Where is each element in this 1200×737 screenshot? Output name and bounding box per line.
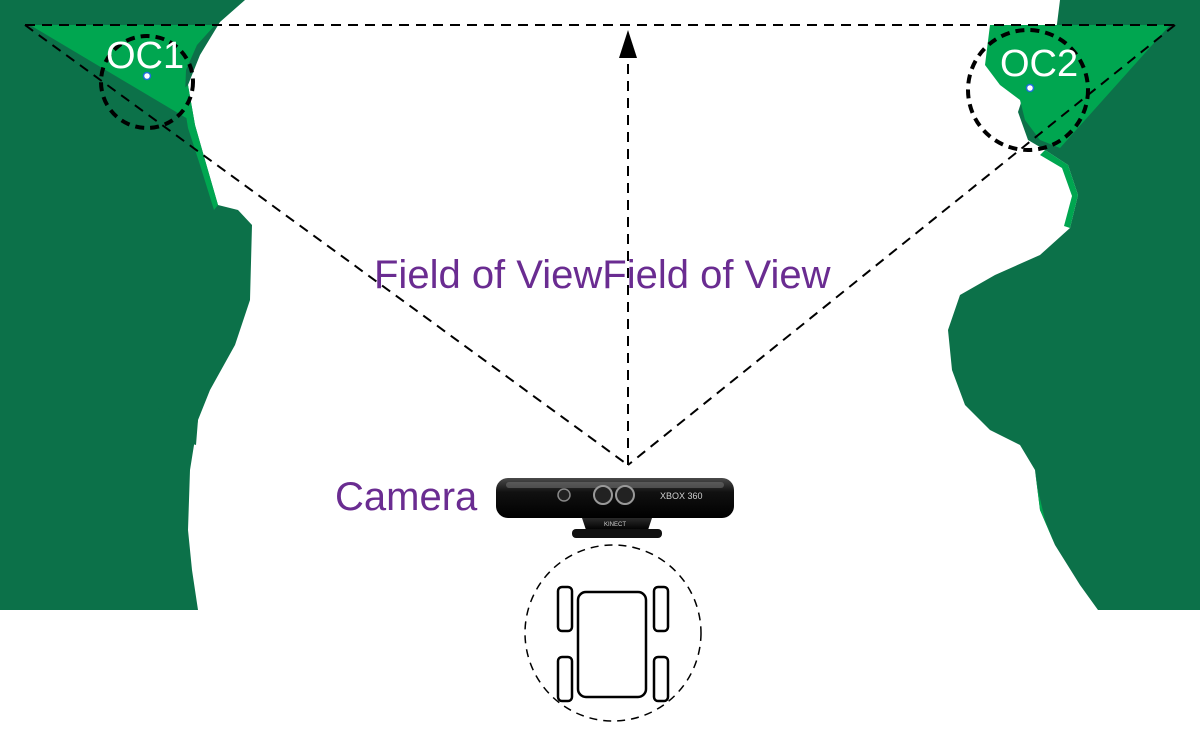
kinect-base xyxy=(572,529,662,538)
fov-right-line xyxy=(627,24,1176,466)
kinect-lens-3 xyxy=(615,485,635,505)
field-of-view-label: Field of ViewField of View xyxy=(374,253,831,297)
kinect-sheen xyxy=(506,482,724,488)
robot-boundary xyxy=(524,544,702,722)
kinect-lens-1 xyxy=(557,488,571,502)
robot-vehicle-icon xyxy=(524,544,702,722)
oc2-label: OC2 xyxy=(1000,43,1078,85)
left-wall xyxy=(0,0,252,610)
robot-wheel-front-left xyxy=(556,585,574,633)
robot-wheel-front-right xyxy=(652,585,670,633)
robot-wheel-rear-left xyxy=(556,655,574,703)
fov-arrowhead xyxy=(619,30,637,58)
fov-left-line xyxy=(24,24,629,466)
oc2-point xyxy=(1025,83,1035,93)
camera-label: Camera xyxy=(335,475,478,519)
field-of-view-lines xyxy=(24,24,1176,466)
oc1-label: OC1 xyxy=(106,35,184,77)
right-wall xyxy=(948,0,1200,610)
oc2-circle xyxy=(966,28,1090,152)
kinect-device-text: XBOX 360 xyxy=(660,491,703,501)
kinect-stand-text: KINECT xyxy=(604,522,626,528)
oc1-circle xyxy=(99,34,195,130)
kinect-stand xyxy=(582,518,652,530)
robot-wheel-rear-right xyxy=(652,655,670,703)
robot-chassis xyxy=(576,590,648,699)
kinect-lens-2 xyxy=(593,485,613,505)
right-wall-edge xyxy=(1040,150,1078,228)
kinect-camera-icon: XBOX 360 KINECT xyxy=(496,478,734,538)
oc1-point xyxy=(142,71,152,81)
oc1-region xyxy=(30,25,215,122)
left-wall-notch xyxy=(158,408,198,445)
oc2-region xyxy=(985,25,1170,148)
